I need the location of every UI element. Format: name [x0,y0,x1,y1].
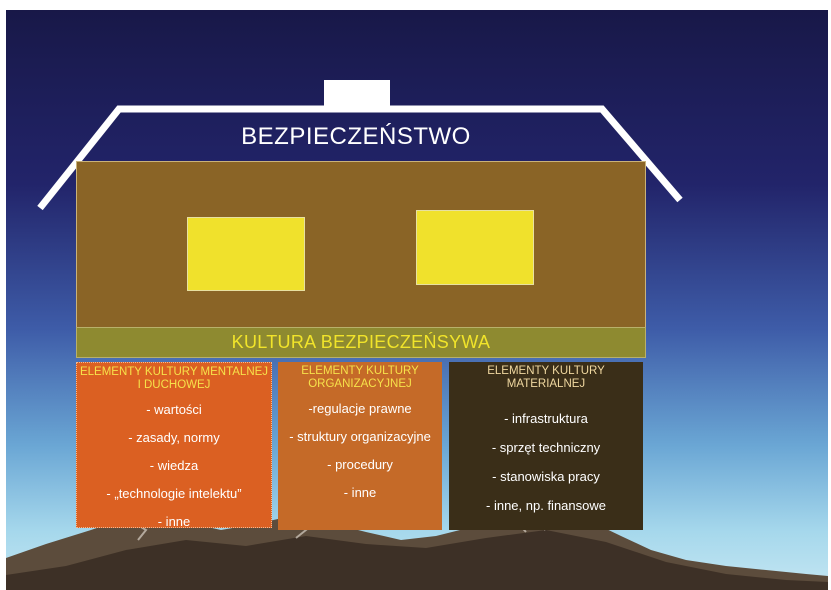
roof-title: BEZPIECZEŃSTWO [241,123,471,150]
list-item: - zasady, normy [128,430,220,445]
column-organizational: ELEMENTY KULTURY ORGANIZACYJNEJ -regulac… [278,362,442,530]
column-title-text: ELEMENTY KULTURY MATERIALNEJ [487,365,605,390]
column-title-text: ELEMENTY KULTURY MENTALNEJ I DUCHOWEJ [79,366,269,391]
list-item: - inne [343,485,377,500]
list-item: - stanowiska pracy [492,469,600,484]
mountains [6,507,828,590]
roof-outline [37,105,683,211]
culture-band: KULTURA BEZPIECZEŃSYWA [76,327,646,358]
column-mental: ELEMENTY KULTURY MENTALNEJ I DUCHOWEJ - … [76,362,272,529]
list-item: - inne [157,514,191,529]
list-item: - wartości [146,402,202,417]
column-title-text: ELEMENTY KULTURY ORGANIZACYJNEJ [301,365,419,390]
column-title: ELEMENTY KULTURY ORGANIZACYJNEJ [278,362,442,391]
column-title: ELEMENTY KULTURY MENTALNEJ I DUCHOWEJ [77,363,271,392]
list-item: - wiedza [149,458,199,473]
list-item: - infrastruktura [504,411,588,426]
window-right [416,210,534,285]
window-left [187,217,305,291]
list-item: - procedury [327,457,393,472]
column-material: ELEMENTY KULTURY MATERIALNEJ - infrastru… [449,362,643,530]
house-body [76,161,646,328]
list-item: - sprzęt techniczny [491,440,601,455]
roof [37,80,683,211]
slide-scene: BEZPIECZEŃSTWO KULTURA BEZPIECZEŃSYWA EL… [6,10,828,590]
list-item: - inne, np. finansowe [486,498,606,513]
list-item: - struktury organizacyjne [289,429,431,444]
list-item: -regulacje prawne [308,401,412,416]
column-title: ELEMENTY KULTURY MATERIALNEJ [449,362,643,391]
list-item: - „technologie intelektu” [106,486,242,501]
